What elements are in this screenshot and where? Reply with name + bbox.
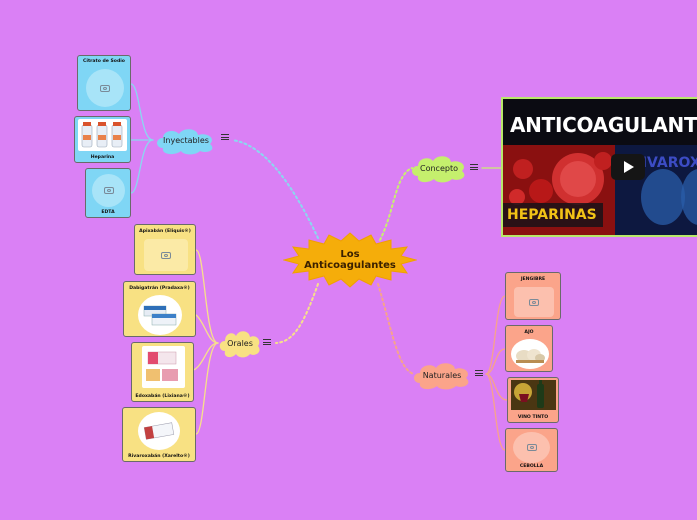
central-topic-line2: Anticoagulantes [304, 260, 396, 271]
card-caption: Citrato de Sodio [83, 59, 125, 64]
card-citrato-de-sodio[interactable]: Citrato de Sodio [77, 55, 131, 111]
camera-icon [103, 187, 114, 194]
concept-menu-icon[interactable] [470, 163, 478, 171]
image-placeholder [86, 69, 124, 107]
card-caption: Rivaroxabán (Xarelto®) [128, 454, 190, 459]
camera-icon [529, 298, 539, 306]
card-caption: JENGIBRE [520, 277, 546, 282]
branch-natural[interactable]: Naturales [411, 360, 473, 390]
branch-injectables-label: Inyectables [163, 136, 209, 145]
camera-icon [526, 444, 537, 451]
card-ajo[interactable]: AJO [505, 325, 553, 372]
card-apixaban[interactable]: Apixabán (Eliquis®) [134, 224, 196, 275]
card-jengibre[interactable]: JENGIBRE [505, 272, 561, 320]
card-edoxaban[interactable]: Edoxabán (Lixiana®) [131, 342, 194, 402]
card-caption: EDTA [101, 210, 115, 215]
pill-box-image [138, 295, 182, 335]
card-caption: Heparina [90, 155, 115, 160]
image-placeholder [92, 174, 125, 207]
camera-icon [100, 84, 110, 92]
cloud-shape [157, 129, 213, 155]
pill-box-image [138, 412, 180, 450]
video-subtitle: HEPARINAS [507, 207, 597, 223]
heparin-vials-image [78, 119, 127, 151]
card-rivaroxaban[interactable]: Rivaroxabán (Xarelto®) [122, 407, 196, 462]
garlic-image [511, 339, 549, 369]
cloud-shape [414, 363, 469, 390]
video-title: ANTICOAGULANT [510, 113, 697, 137]
card-caption: Apixabán (Eliquis®) [139, 229, 191, 234]
cloud-shape [219, 331, 260, 358]
branch-concept[interactable]: Concepto [409, 153, 469, 183]
camera-icon [161, 251, 171, 259]
cloud-shape [412, 156, 465, 183]
image-placeholder [513, 432, 550, 463]
card-vino-tinto[interactable]: VINO TINTO [507, 377, 559, 423]
card-cebolla[interactable]: CEBOLLA [505, 428, 558, 472]
central-topic[interactable]: Los Anticoagulantes [283, 232, 417, 288]
branch-injectables[interactable]: Inyectables [153, 126, 219, 155]
card-caption: Dabigatrán (Pradaxa®) [129, 286, 190, 291]
image-placeholder [514, 287, 554, 317]
branch-natural-label: Naturales [422, 370, 462, 380]
card-heparina[interactable]: Heparina [74, 116, 131, 163]
injectables-menu-icon[interactable] [221, 133, 229, 141]
link-center-injectables [231, 139, 319, 239]
link-center-oral [275, 283, 319, 344]
card-caption: CEBOLLA [519, 464, 544, 469]
video-side-text: RIVAROX [631, 155, 697, 171]
pill-box-image [142, 346, 185, 388]
central-topic-line1: Los [340, 249, 360, 260]
card-dabigatran[interactable]: Dabigatrán (Pradaxa®) [123, 281, 196, 337]
link-center-concept [379, 167, 413, 241]
link-center-natural [377, 283, 415, 375]
starburst-shape [283, 232, 417, 288]
card-caption: VINO TINTO [517, 415, 549, 420]
card-caption: AJO [524, 330, 534, 335]
branch-oral[interactable]: Orales [218, 328, 262, 358]
oral-menu-icon[interactable] [263, 338, 271, 346]
central-topic-label: Los Anticoagulantes [283, 232, 417, 288]
concept-video-thumbnail[interactable]: ANTICOAGULANT RIVAROX HEPARINAS [501, 97, 697, 237]
play-button-icon[interactable] [611, 154, 645, 180]
branch-oral-label: Orales [227, 338, 253, 348]
video-background [503, 145, 697, 235]
image-placeholder [144, 239, 188, 271]
wine-image [511, 380, 556, 410]
card-edta[interactable]: EDTA [85, 168, 131, 218]
card-caption: Edoxabán (Lixiana®) [135, 394, 190, 399]
branch-concept-label: Concepto [420, 163, 458, 173]
natural-menu-icon[interactable] [475, 369, 483, 377]
